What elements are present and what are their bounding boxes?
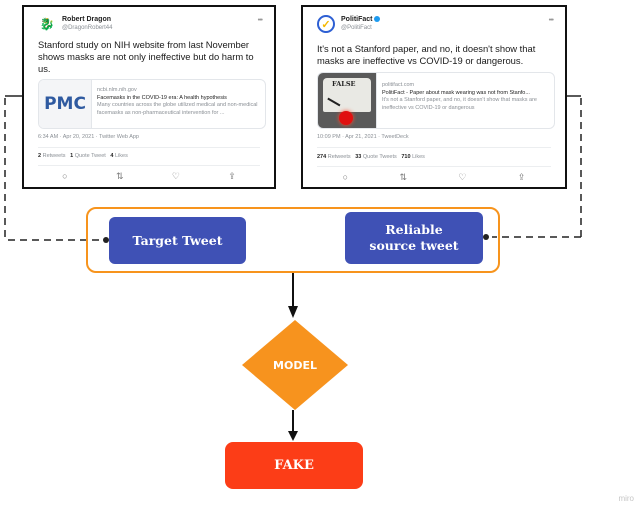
card-description: Many countries across the globe utilized… [97, 102, 258, 116]
card-domain: ncbi.nlm.nih.gov [97, 87, 137, 93]
retweet-icon[interactable]: ⇅ [115, 171, 124, 181]
tweet-actions: ○ ⇅ ♡ ⇪ [317, 172, 551, 183]
model-node[interactable]: MODEL [242, 320, 348, 410]
card-domain: politifact.com [382, 82, 415, 88]
tweet-stats: 2 Retweets 1 Quote Tweet 4 Likes [38, 153, 128, 159]
more-options-icon[interactable]: ••• [257, 17, 263, 24]
target-tweet-node[interactable]: Target Tweet [109, 217, 246, 264]
dragon-avatar-icon: 🐉 [38, 15, 56, 33]
quote-tweets-stat[interactable]: 1 Quote Tweet [70, 153, 106, 159]
tweet-header: ✓ PolitiFact @PolitiFact [317, 15, 381, 33]
tweet-stats: 274 Retweets 33 Quote Tweets 710 Likes [317, 154, 425, 160]
false-rating-label: FALSE [332, 80, 356, 88]
divider [38, 165, 260, 166]
divider [317, 166, 551, 167]
miro-watermark: miro [618, 494, 634, 503]
share-icon[interactable]: ⇪ [228, 171, 236, 181]
tweet-text: It's not a Stanford paper, and no, it do… [317, 43, 536, 66]
reliable-label-line1: Reliable [385, 222, 443, 237]
divider [317, 147, 551, 148]
reliable-source-tweet-node[interactable]: Reliable source tweet [345, 212, 483, 264]
model-label: MODEL [273, 358, 317, 372]
card-title: PolitiFact - Paper about mask wearing wa… [382, 90, 530, 96]
share-icon[interactable]: ⇪ [517, 172, 526, 182]
retweets-stat[interactable]: 2 Retweets [38, 153, 66, 159]
quote-tweets-stat[interactable]: 33 Quote Tweets [355, 154, 397, 160]
fake-label: FAKE [274, 458, 314, 473]
pmc-logo-thumbnail: PMC [39, 80, 92, 128]
tweet-actions: ○ ⇅ ♡ ⇪ [38, 171, 260, 182]
fake-output-node[interactable]: FAKE [225, 442, 363, 489]
tweet-timestamp: 10:09 PM · Apr 21, 2021 · TweetDeck [317, 134, 409, 140]
tweet-timestamp: 6:34 AM · Apr 20, 2021 · Twitter Web App [38, 134, 139, 140]
more-options-icon[interactable]: ••• [548, 17, 554, 24]
link-card[interactable]: PMC ncbi.nlm.nih.gov Facemasks in the CO… [38, 79, 266, 129]
politifact-logo-icon: ✓ [317, 15, 335, 33]
author-name: Robert Dragon [62, 16, 111, 23]
divider [38, 147, 260, 148]
likes-stat[interactable]: 710 Likes [401, 154, 425, 160]
link-card[interactable]: FALSE politifact.com PolitiFact - Paper … [317, 72, 555, 129]
card-title: Facemasks in the COVID-19 era: A health … [97, 95, 227, 101]
pmc-logo-text: PMC [44, 94, 86, 114]
target-tweet-screenshot: 🐉 Robert Dragon @DragonRobert44 ••• Stan… [22, 5, 276, 189]
reply-icon[interactable]: ○ [342, 172, 349, 182]
retweets-stat[interactable]: 274 Retweets [317, 154, 351, 160]
tweet-header: 🐉 Robert Dragon @DragonRobert44 [38, 15, 112, 33]
like-icon[interactable]: ♡ [171, 171, 180, 181]
reliable-label-line2: source tweet [369, 238, 459, 253]
retweet-icon[interactable]: ⇅ [399, 172, 407, 182]
author-name: PolitiFact [341, 16, 381, 24]
tweet-text: Stanford study on NIH website from last … [38, 39, 254, 74]
reply-icon[interactable]: ○ [62, 171, 68, 181]
like-icon[interactable]: ♡ [458, 172, 467, 182]
false-meter-thumbnail: FALSE [318, 73, 377, 128]
input-group-frame [86, 207, 500, 273]
diamond-shape [242, 320, 348, 410]
red-light-icon [339, 111, 353, 125]
author-handle: @PolitiFact [341, 25, 372, 31]
author-handle: @DragonRobert44 [62, 25, 113, 31]
likes-stat[interactable]: 4 Likes [110, 153, 128, 159]
card-description: It's not a Stanford paper, and no, it do… [382, 97, 537, 111]
target-tweet-label: Target Tweet [132, 233, 223, 248]
verified-badge-icon [374, 16, 381, 23]
reliable-source-tweet-screenshot: ✓ PolitiFact @PolitiFact ••• It's not a … [301, 5, 567, 189]
